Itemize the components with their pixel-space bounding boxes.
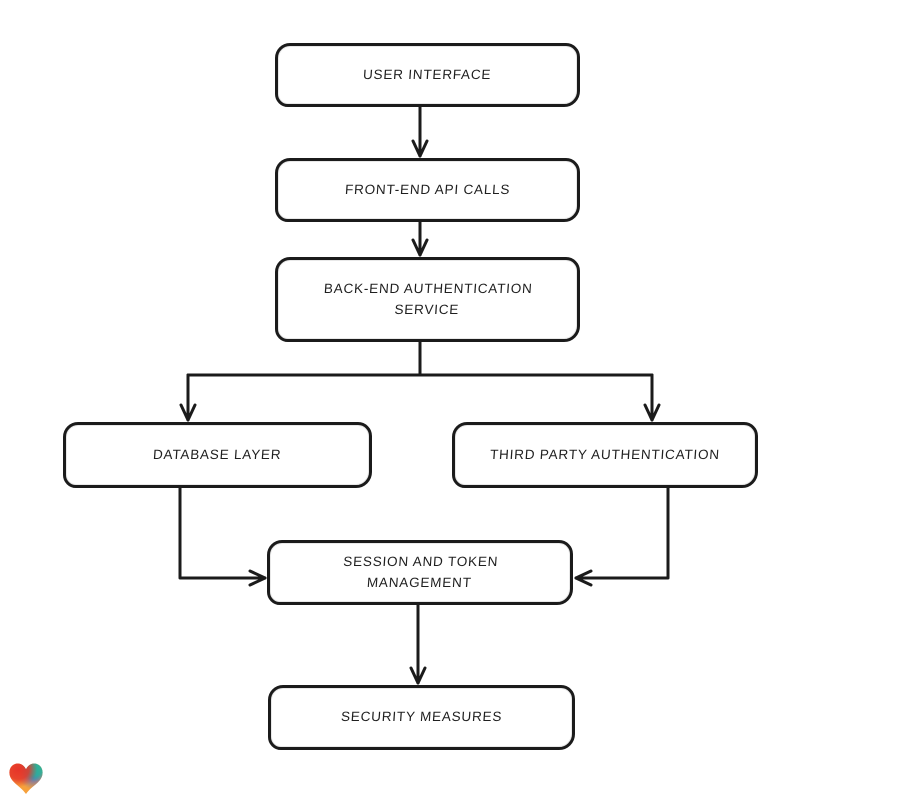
node-label: BACK-END AUTHENTICATION SERVICE	[323, 280, 534, 317]
node-database-layer[interactable]: DATABASE LAYER	[63, 422, 372, 488]
edge-thirdparty-to-session	[574, 484, 670, 587]
node-label: SECURITY MEASURES	[340, 709, 503, 725]
node-label: FRONT-END API CALLS	[344, 181, 511, 197]
node-label: THIRD PARTY AUTHENTICATION	[489, 446, 721, 462]
edge-database-to-session	[178, 484, 267, 587]
edge-backend-split	[186, 338, 654, 377]
node-back-end-authentication-service[interactable]: BACK-END AUTHENTICATION SERVICE	[275, 257, 580, 342]
node-front-end-api-calls[interactable]: FRONT-END API CALLS	[275, 158, 580, 222]
node-label: USER INTERFACE	[362, 66, 493, 82]
node-label: SESSION AND TOKEN MANAGEMENT	[342, 553, 499, 590]
node-third-party-authentication[interactable]: THIRD PARTY AUTHENTICATION	[452, 422, 758, 488]
node-user-interface[interactable]: USER INTERFACE	[275, 43, 580, 107]
heart-icon	[9, 763, 43, 794]
heart-logo[interactable]	[9, 762, 43, 795]
node-security-measures[interactable]: SECURITY MEASURES	[268, 685, 575, 750]
node-session-and-token-management[interactable]: SESSION AND TOKEN MANAGEMENT	[267, 540, 573, 605]
node-label: DATABASE LAYER	[152, 446, 283, 462]
